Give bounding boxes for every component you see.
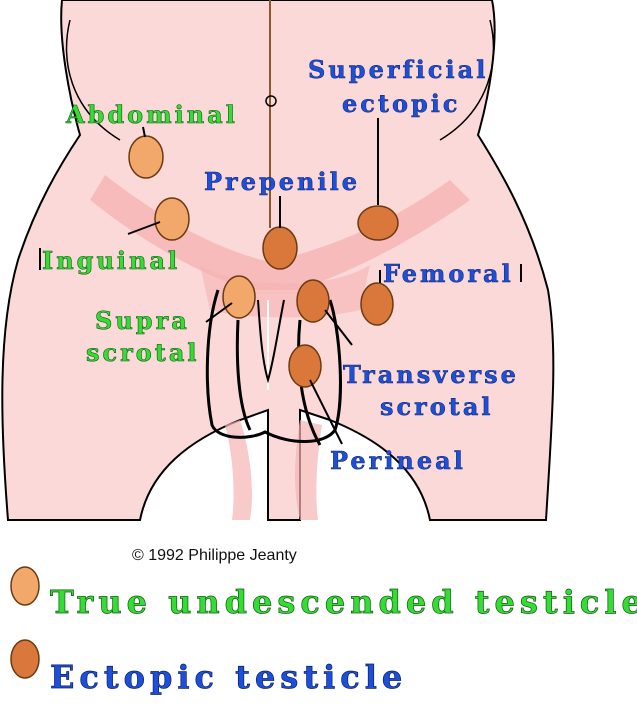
label-supra: Supra xyxy=(95,306,190,335)
leader-lines xyxy=(39,118,522,445)
abdomen-left-contour xyxy=(65,19,121,141)
label-scrotal-supra: scrotal xyxy=(86,338,200,367)
legend-ectopic: Ectopic testicle xyxy=(50,658,407,696)
penis-outline xyxy=(257,299,285,384)
label-abdominal: Abdominal xyxy=(65,100,238,129)
testicle-femoral xyxy=(360,282,394,326)
legend-true-undescended: True undescended testicle xyxy=(50,583,637,621)
thigh-right-shade xyxy=(295,420,322,520)
umbilicus xyxy=(265,95,277,107)
copyright-text: © 1992 Philippe Jeanty xyxy=(132,547,297,564)
inguinal-band xyxy=(90,175,470,290)
label-perineal: Perineal xyxy=(330,446,466,475)
label-transverse: Transverse xyxy=(343,360,519,389)
testicle-suprascrotal xyxy=(222,275,256,319)
abdomen-right-contour xyxy=(439,19,495,141)
leader-abdominal xyxy=(142,126,146,138)
label-scrotal-transverse: scrotal xyxy=(380,392,494,421)
label-superficial-1: Superficial xyxy=(308,55,488,84)
label-inguinal: Inguinal xyxy=(42,246,180,275)
testicle-perineal xyxy=(288,344,322,388)
testicle-transverse xyxy=(296,279,330,323)
leader-inguinal xyxy=(127,221,161,235)
leader-transverse xyxy=(324,309,353,346)
legend-swatch-true-undescended xyxy=(10,566,40,606)
label-prepenile: Prepenile xyxy=(204,167,360,196)
testicle-abdominal xyxy=(128,135,164,179)
leader-suprascrotal xyxy=(205,302,233,323)
leader-perineal xyxy=(309,379,343,445)
legend-swatch-ectopic xyxy=(10,639,40,679)
label-femoral: Femoral xyxy=(383,259,514,288)
scrotum-outline-outer xyxy=(205,289,342,443)
label-superficial-2: ectopic xyxy=(342,89,461,118)
testicle-superficial xyxy=(357,205,399,241)
testicle-inguinal xyxy=(154,197,190,241)
thigh-left-shade xyxy=(225,420,252,520)
testicle-prepenile xyxy=(262,226,298,270)
